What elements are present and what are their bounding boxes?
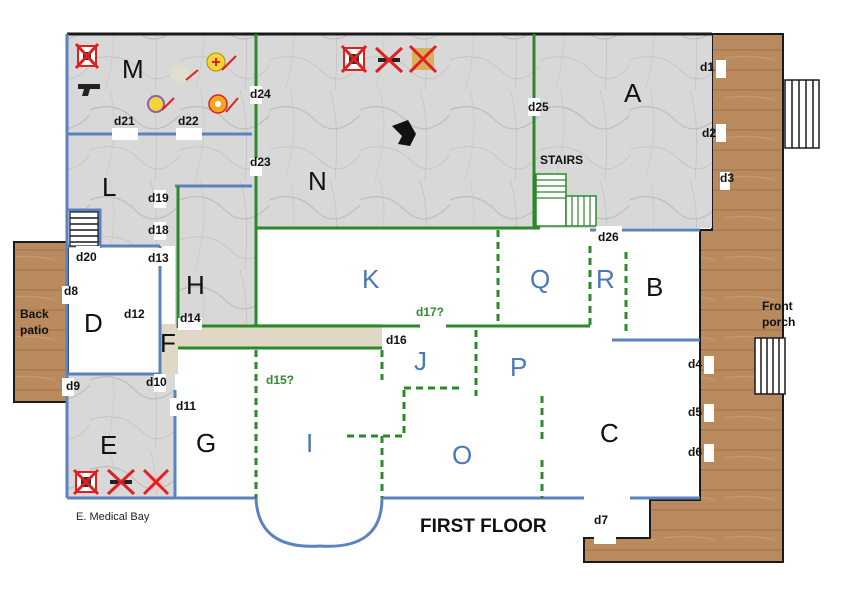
floor-title: FIRST FLOOR — [420, 516, 547, 537]
door-d24: d24 — [250, 87, 271, 101]
door-d6: d6 — [688, 445, 702, 459]
back-stairs — [69, 211, 99, 247]
stairs — [535, 173, 597, 227]
door-d7: d7 — [594, 513, 608, 527]
fire-icon — [208, 94, 239, 114]
door-d9: d9 — [66, 379, 80, 393]
room-h: H — [186, 270, 205, 300]
door-tags — [62, 60, 730, 544]
crossed-out-item-icon — [374, 46, 404, 74]
door-d21: d21 — [114, 114, 135, 128]
door-d14: d14 — [180, 311, 201, 325]
room-l: L — [102, 172, 116, 202]
room-g: G — [196, 428, 216, 458]
door-d2: d2 — [702, 126, 716, 140]
stairs-label: STAIRS — [540, 153, 583, 167]
caption-medical-bay: E. Medical Bay — [76, 511, 150, 523]
door-d18: d18 — [148, 223, 169, 237]
crossed-out-item-icon — [106, 468, 136, 496]
room-f: F — [160, 328, 176, 358]
room-i: I — [306, 428, 313, 458]
stairs-box — [68, 208, 102, 248]
room-q: Q — [530, 264, 550, 294]
room-r: R — [596, 264, 615, 294]
door-d23: d23 — [250, 155, 271, 169]
door-d8: d8 — [64, 284, 78, 298]
door-d3: d3 — [720, 171, 734, 185]
room-e: E — [100, 430, 117, 460]
back-patio-deck — [13, 241, 69, 403]
door-d4: d4 — [688, 357, 702, 371]
pistol-icon — [78, 84, 100, 96]
room-j: J — [414, 346, 427, 376]
room-o: O — [452, 440, 472, 470]
front-porch-label-1: Front — [762, 299, 793, 313]
front-steps-upper — [784, 79, 820, 149]
room-m: M — [122, 54, 144, 84]
bandage-icon — [171, 65, 199, 83]
front-steps-lower — [754, 337, 786, 395]
crossed-out-item-icon — [72, 468, 100, 496]
bay-window — [254, 497, 384, 548]
door-d1: d1 — [700, 60, 714, 74]
front-porch-label-2: porch — [762, 315, 795, 329]
door-d25: d25 — [528, 100, 549, 114]
door-d20: d20 — [76, 250, 97, 264]
room-c: C — [600, 418, 619, 448]
corridor-f-vertical — [160, 324, 178, 374]
door-d22: d22 — [178, 114, 199, 128]
door-d12: d12 — [124, 307, 145, 321]
room-k: K — [362, 264, 380, 294]
crossed-out-item-icon — [142, 468, 170, 496]
crossed-out-item-icon — [408, 44, 438, 74]
room-d: D — [84, 308, 103, 338]
door-d5: d5 — [688, 405, 702, 419]
medkit-icon — [206, 52, 237, 72]
body-marker-icon — [392, 120, 416, 146]
door-d13: d13 — [148, 251, 169, 265]
back-patio-label-2: patio — [20, 323, 49, 337]
door-d19: d19 — [148, 191, 169, 205]
room-a: A — [624, 78, 642, 108]
door-d11: d11 — [176, 399, 196, 413]
crossed-out-item-icon — [74, 42, 100, 70]
door-d15: d15? — [266, 373, 294, 387]
dashed-j-step — [344, 390, 406, 438]
bandage-icon — [147, 95, 175, 113]
crossed-out-item-icon — [340, 44, 368, 74]
back-patio-label-1: Back — [20, 307, 49, 321]
room-b: B — [646, 272, 663, 302]
door-d16: d16 — [386, 333, 407, 347]
room-n: N — [308, 166, 327, 196]
door-d26: d26 — [598, 230, 619, 244]
room-p: P — [510, 352, 527, 382]
door-d17: d17? — [416, 305, 444, 319]
door-d10: d10 — [146, 375, 167, 389]
